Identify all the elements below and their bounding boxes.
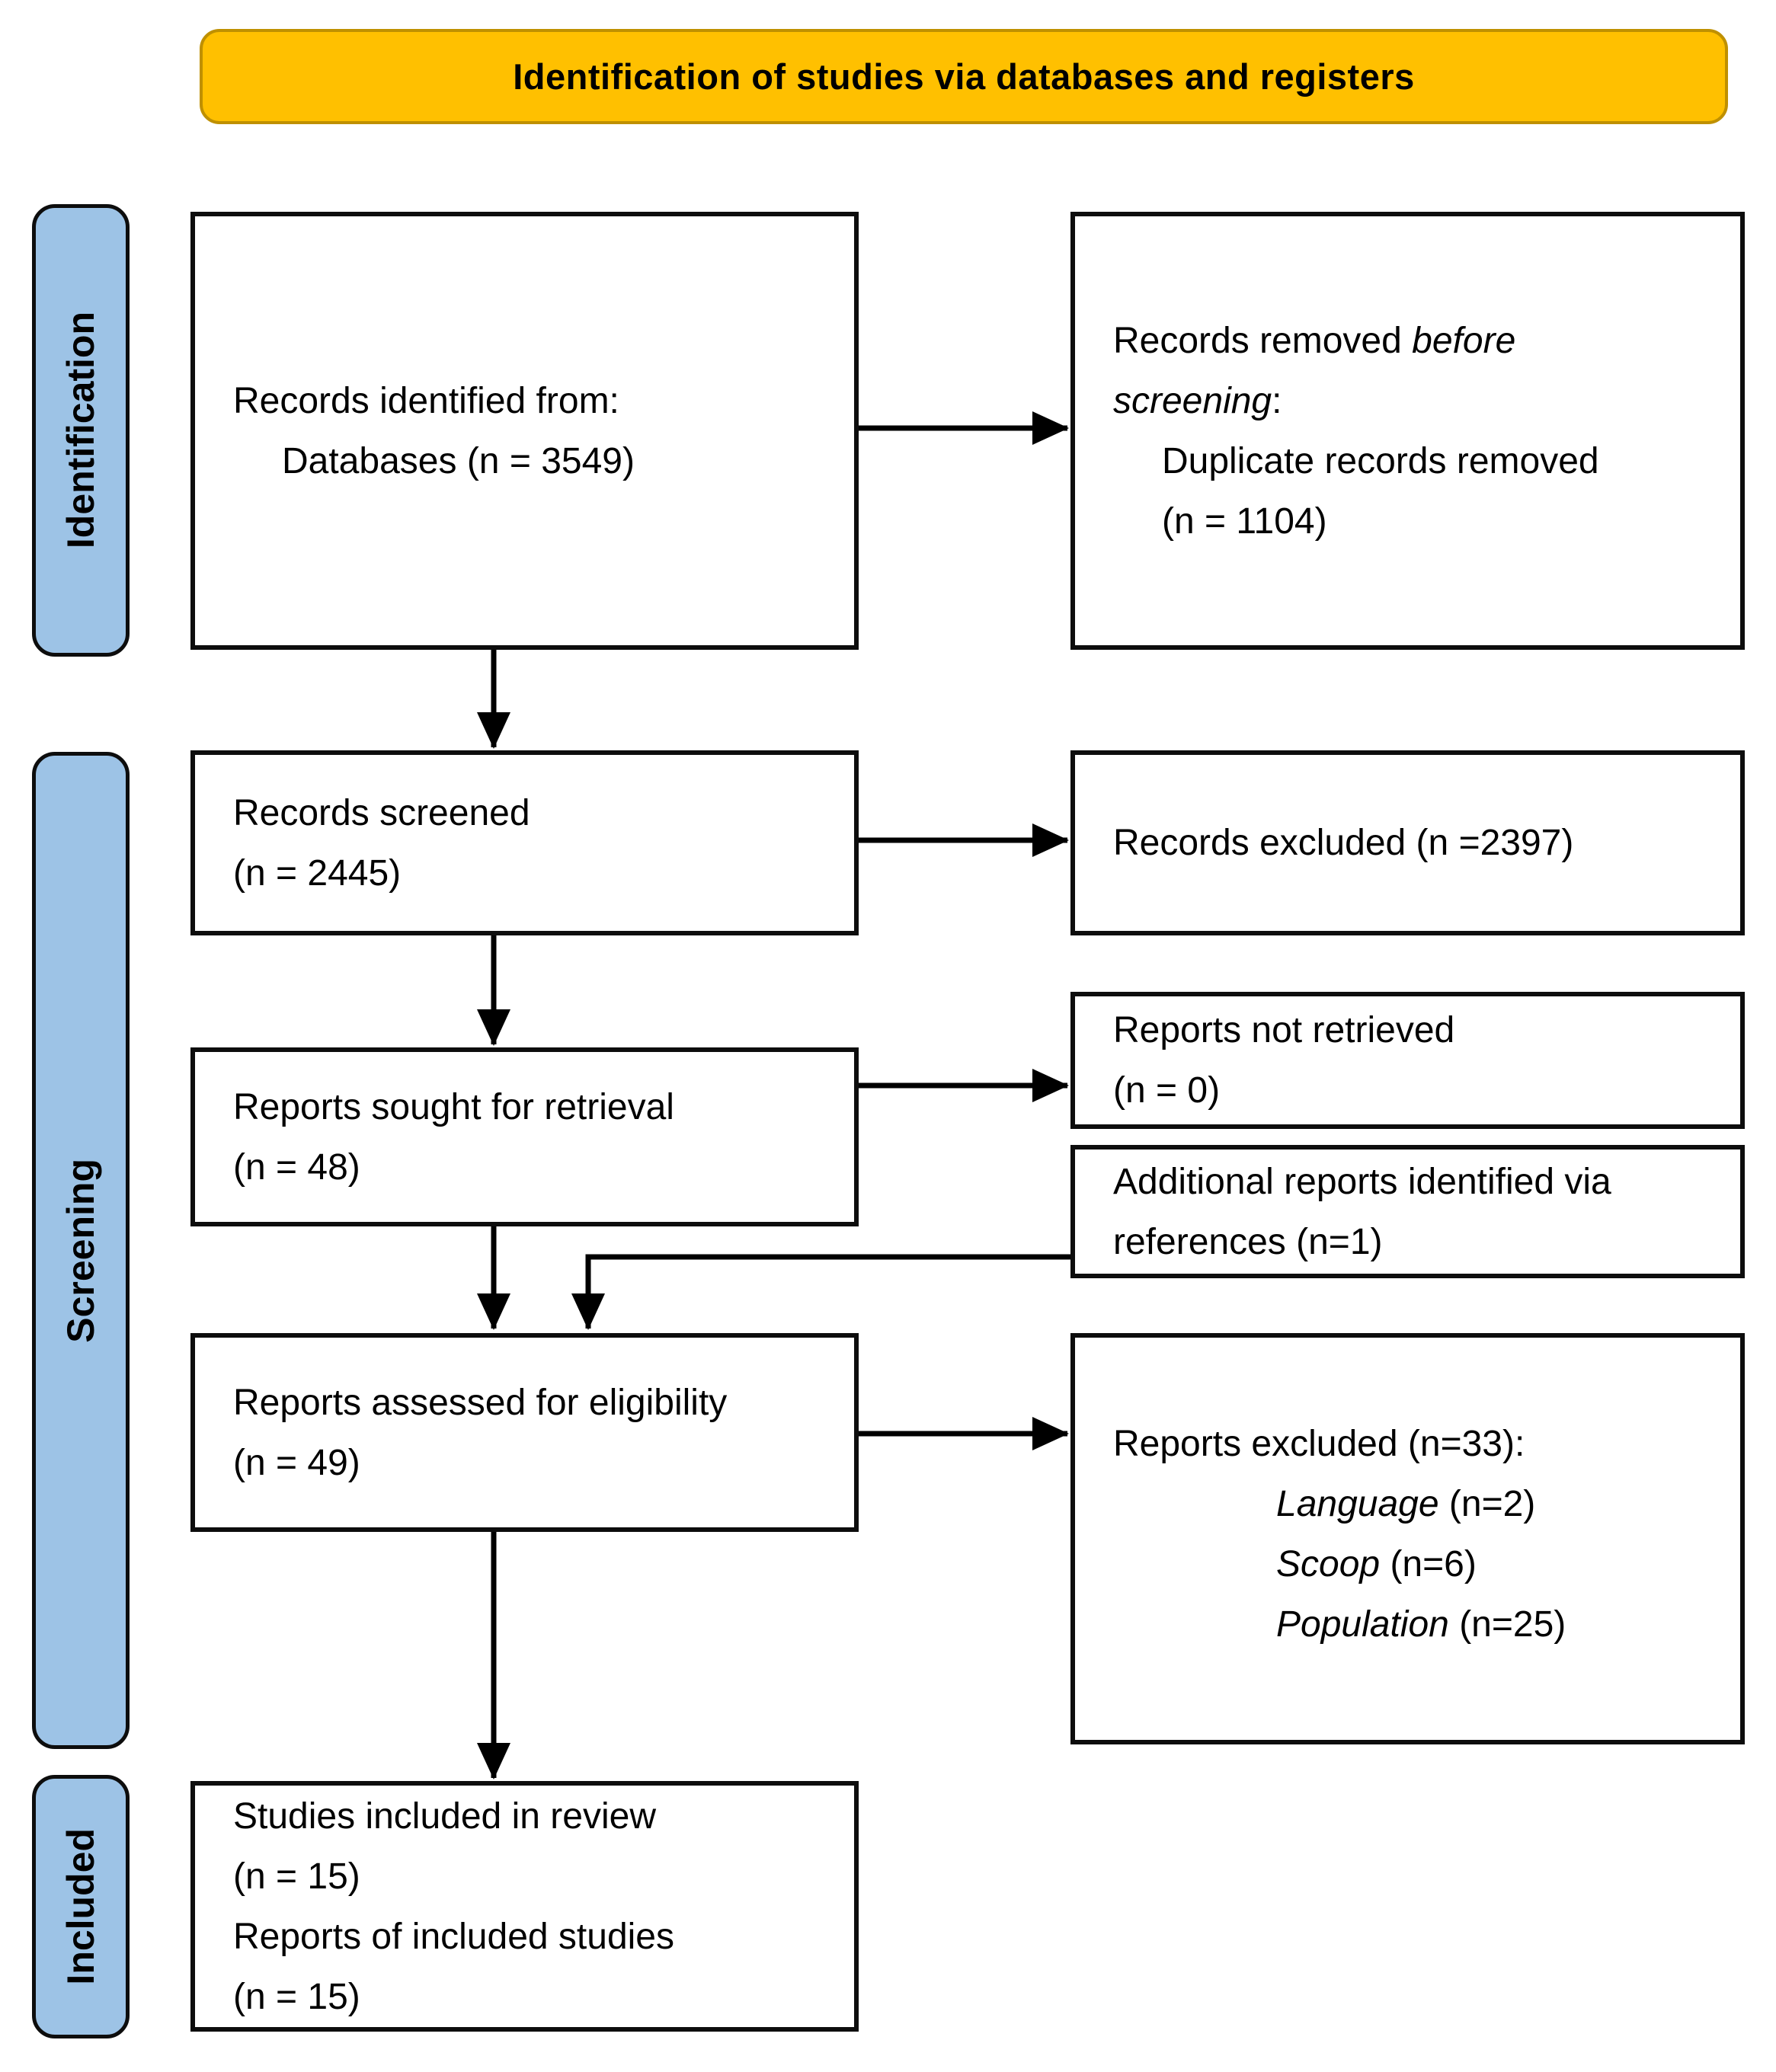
box-text-line: (n = 49) (233, 1442, 360, 1483)
box-text-line: (n = 1104) (1162, 500, 1327, 542)
box-text-line: (n = 15) (233, 1976, 360, 2017)
stage-bar-included: Included (32, 1775, 130, 2038)
arrow-additional-to-assessed (571, 1254, 1070, 1330)
box-records-removed: Records removed before screening: Duplicat… (1070, 212, 1745, 650)
box-additional-reports: Additional reports identified via referen… (1070, 1145, 1745, 1278)
box-reports-assessed: Reports assessed for eligibility (n = 49) (190, 1333, 859, 1532)
box-records-identified: Records identified from: Databases (n = 3… (190, 212, 859, 650)
stage-label-identification: Identification (59, 312, 102, 549)
box-records-screened: Records screened (n = 2445) (190, 750, 859, 935)
box-text-line: Reports of included studies (233, 1916, 674, 1957)
box-text-line: Records excluded (n =2397) (1113, 823, 1574, 863)
box-text-line: references (n=1) (1113, 1221, 1383, 1262)
box-text-line: (n = 48) (233, 1146, 360, 1188)
box-text-line: Records identified from: (233, 380, 619, 421)
box-text-line: (n = 0) (1113, 1070, 1221, 1111)
box-text-line: Language (n=2) (1276, 1484, 1536, 1524)
box-records-excluded: Records excluded (n =2397) (1070, 750, 1745, 935)
box-text-line: Studies included in review (233, 1795, 656, 1837)
stage-label-included: Included (59, 1828, 102, 1985)
stage-bar-screening: Screening (32, 752, 130, 1749)
box-text-line: Reports assessed for eligibility (233, 1382, 728, 1423)
box-text-line: Duplicate records removed (1162, 440, 1599, 481)
box-text-line: Reports not retrieved (1113, 1010, 1455, 1050)
box-reports-excluded: Reports excluded (n=33): Language (n=2) Sc… (1070, 1333, 1745, 1744)
box-text-line: Additional reports identified via (1113, 1161, 1611, 1202)
box-text-line: Reports sought for retrieval (233, 1086, 674, 1127)
box-text-line: Population (n=25) (1276, 1604, 1566, 1645)
box-text-line: (n = 15) (233, 1856, 360, 1897)
box-text-line: Records screened (233, 792, 530, 833)
box-studies-included: Studies included in review (n = 15) Report… (190, 1781, 859, 2032)
box-reports-not-retrieved: Reports not retrieved (n = 0) (1070, 992, 1745, 1129)
banner-title: Identification of studies via databases … (513, 56, 1415, 97)
box-text-line: Records removed before (1113, 320, 1516, 361)
box-text-line: Scoop (n=6) (1276, 1544, 1477, 1584)
stage-label-screening: Screening (59, 1158, 102, 1343)
banner: Identification of studies via databases … (200, 29, 1728, 124)
box-text-line: (n = 2445) (233, 852, 402, 894)
box-text-line: Reports excluded (n=33): (1113, 1424, 1525, 1464)
box-text-line: Databases (n = 3549) (282, 440, 635, 481)
box-text-line: screening: (1113, 380, 1282, 421)
box-reports-sought: Reports sought for retrieval (n = 48) (190, 1047, 859, 1226)
stage-bar-identification: Identification (32, 204, 130, 657)
